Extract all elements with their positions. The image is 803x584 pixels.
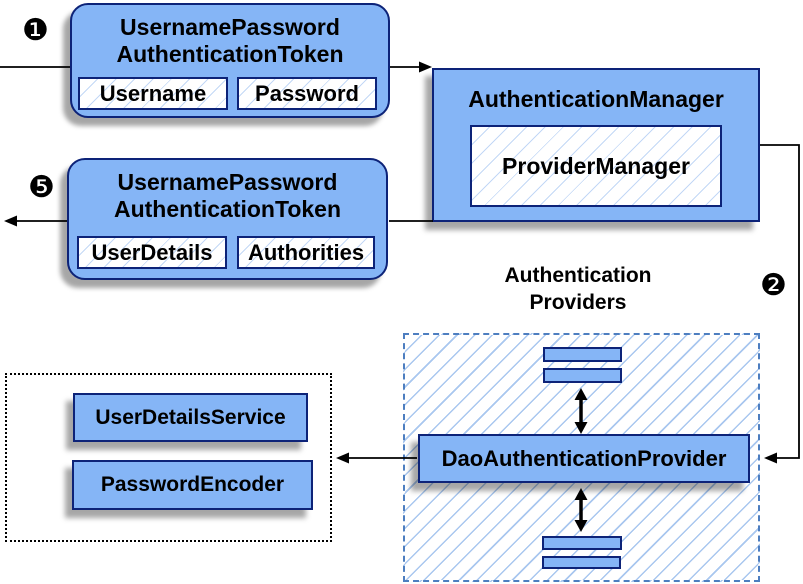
result-token-title-line1: UsernamePassword bbox=[117, 169, 338, 195]
provider-stack-top-bar-1 bbox=[543, 347, 622, 362]
password-encoder-box: PasswordEncoder bbox=[72, 460, 313, 510]
request-token-title-line2: AuthenticationToken bbox=[116, 41, 344, 67]
result-token-title-line2: AuthenticationToken bbox=[113, 196, 341, 222]
dao-authentication-provider-box: DaoAuthenticationProvider bbox=[418, 434, 750, 483]
arrow-manager-to-provider bbox=[760, 144, 800, 464]
arrow-token-to-manager bbox=[390, 61, 432, 73]
step-2-marker: ❷ bbox=[760, 269, 787, 302]
step-1-marker: ❶ bbox=[22, 14, 49, 47]
request-token-title-line1: UsernamePassword bbox=[120, 14, 340, 40]
username-field-box: Username bbox=[78, 77, 228, 110]
authentication-manager-box: AuthenticationManager ProviderManager bbox=[432, 68, 760, 222]
arrow-result-token-out bbox=[4, 215, 67, 227]
provider-manager-box: ProviderManager bbox=[470, 125, 722, 207]
result-token-box: UsernamePassword AuthenticationToken Use… bbox=[67, 158, 388, 280]
user-details-service-box: UserDetailsService bbox=[73, 393, 308, 442]
authentication-providers-label-line1: Authentication bbox=[504, 264, 652, 287]
authentication-manager-title: AuthenticationManager bbox=[468, 86, 724, 112]
userdetails-field-box: UserDetails bbox=[77, 236, 227, 269]
request-token-box: UsernamePassword AuthenticationToken Use… bbox=[70, 3, 390, 118]
authentication-providers-label-line2: Providers bbox=[529, 291, 627, 314]
step-5-marker: ❺ bbox=[28, 171, 55, 204]
authentication-providers-label: Authentication Providers bbox=[468, 262, 688, 316]
password-field-box: Password bbox=[237, 77, 377, 110]
authorities-field-box: Authorities bbox=[237, 236, 375, 269]
provider-stack-top-bar-2 bbox=[543, 368, 622, 383]
request-token-title: UsernamePassword AuthenticationToken bbox=[72, 5, 388, 68]
result-token-title: UsernamePassword AuthenticationToken bbox=[69, 160, 386, 223]
provider-stack-bottom-bar-2 bbox=[542, 556, 621, 569]
provider-stack-bottom-bar-1 bbox=[542, 536, 622, 550]
